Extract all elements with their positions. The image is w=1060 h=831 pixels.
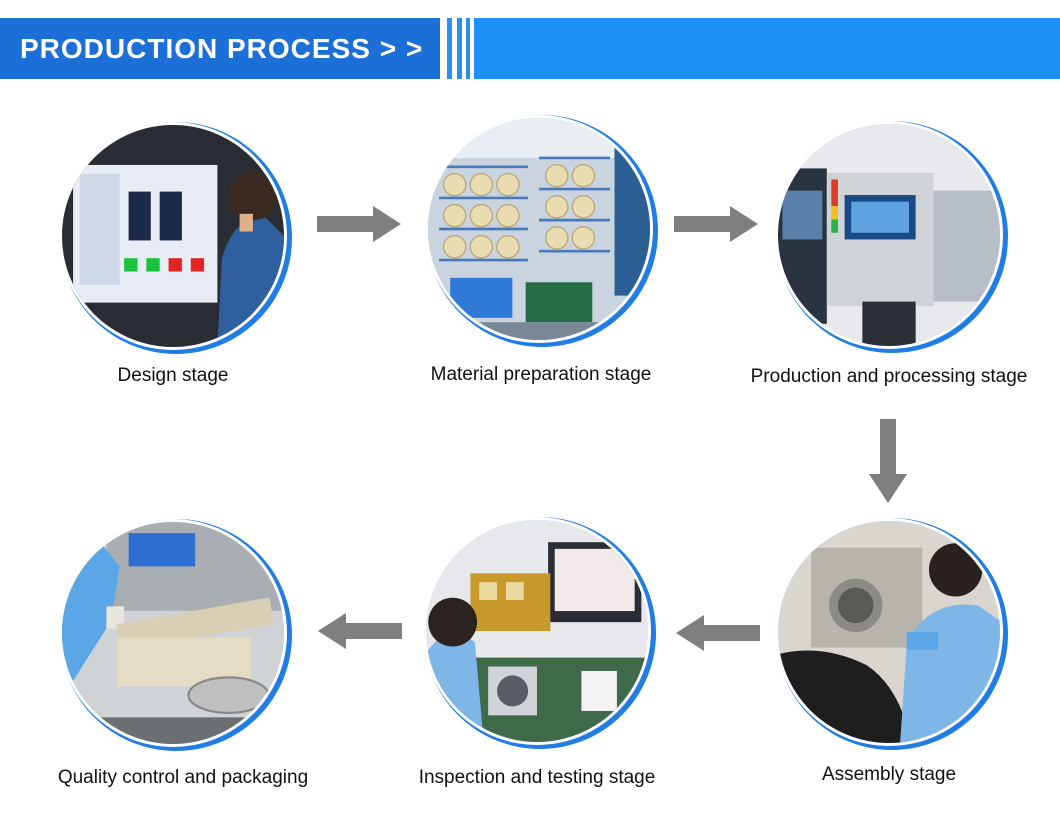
arrow-down-icon	[869, 419, 907, 503]
stage-label-design: Design stage	[117, 365, 229, 386]
packaging-sealer-photo	[62, 522, 284, 744]
banner-dark-block	[0, 18, 440, 79]
stage-label-assembly: Assembly stage	[821, 764, 957, 785]
header-banner: PRODUCTION PROCESS > >	[0, 18, 1060, 79]
banner-light-block	[474, 18, 1060, 79]
smt-machine-photo	[778, 124, 1000, 346]
arrow-right-icon	[317, 206, 401, 242]
banner-stripe	[466, 18, 470, 79]
arrow-left-icon	[318, 613, 402, 649]
banner-stripe	[457, 18, 462, 79]
banner-stripe	[447, 18, 452, 79]
stage-label-inspection: Inspection and testing stage	[418, 767, 656, 788]
warehouse-shelves-photo	[428, 118, 650, 340]
arrow-left-icon	[676, 615, 760, 651]
testing-bench-photo	[426, 520, 648, 742]
computer-monitor-photo	[62, 125, 284, 347]
page-title: PRODUCTION PROCESS > >	[20, 33, 424, 64]
stage-label-production: Production and processing stage	[750, 366, 1028, 387]
stage-label-material: Material preparation stage	[430, 364, 652, 385]
stage-label-quality: Quality control and packaging	[57, 767, 309, 788]
arrow-right-icon	[674, 206, 758, 242]
assembly-worker-photo	[778, 521, 1000, 743]
